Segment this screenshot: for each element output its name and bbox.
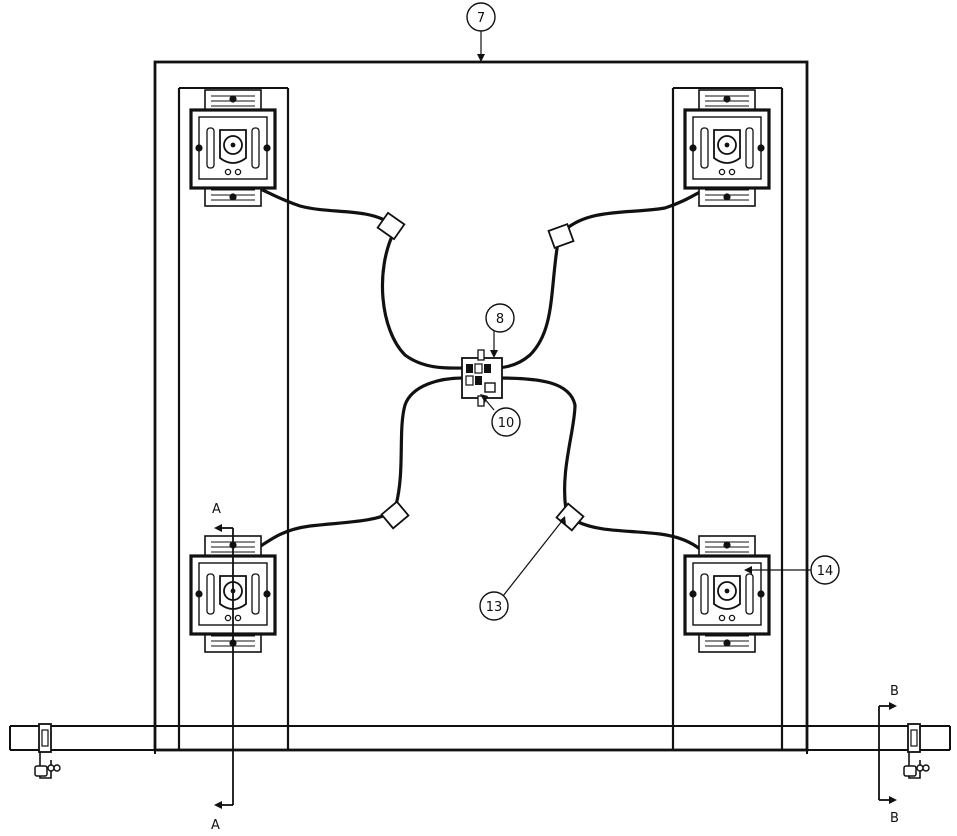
section-a-top-label: A [212, 502, 221, 517]
callout-8-label: 8 [496, 312, 504, 327]
section-b-bottom-label: B [890, 811, 899, 826]
cable-bead-3 [380, 500, 410, 530]
section-line-a [214, 524, 234, 809]
callout-10: 10 [480, 394, 521, 437]
callout-8: 8 [485, 303, 515, 358]
junction-box [461, 349, 503, 407]
callout-7: 7 [466, 2, 496, 62]
load-cell-top-right [683, 88, 771, 208]
cable-bead-4 [555, 502, 585, 532]
callout-7-label: 7 [477, 11, 485, 26]
load-cell-bottom-right [683, 534, 771, 654]
section-line-b [878, 702, 897, 804]
load-cell-top-left [189, 88, 277, 208]
section-b-top-label: B [890, 684, 899, 699]
callout-14: 14 [744, 555, 840, 585]
callout-13-label: 13 [486, 600, 503, 615]
callout-13: 13 [479, 516, 566, 621]
cross-bar [9, 725, 951, 754]
callout-14-label: 14 [817, 564, 834, 579]
callout-10-label: 10 [498, 416, 515, 431]
cable-bead-1 [376, 211, 406, 241]
section-a-bottom-label: A [211, 818, 220, 833]
